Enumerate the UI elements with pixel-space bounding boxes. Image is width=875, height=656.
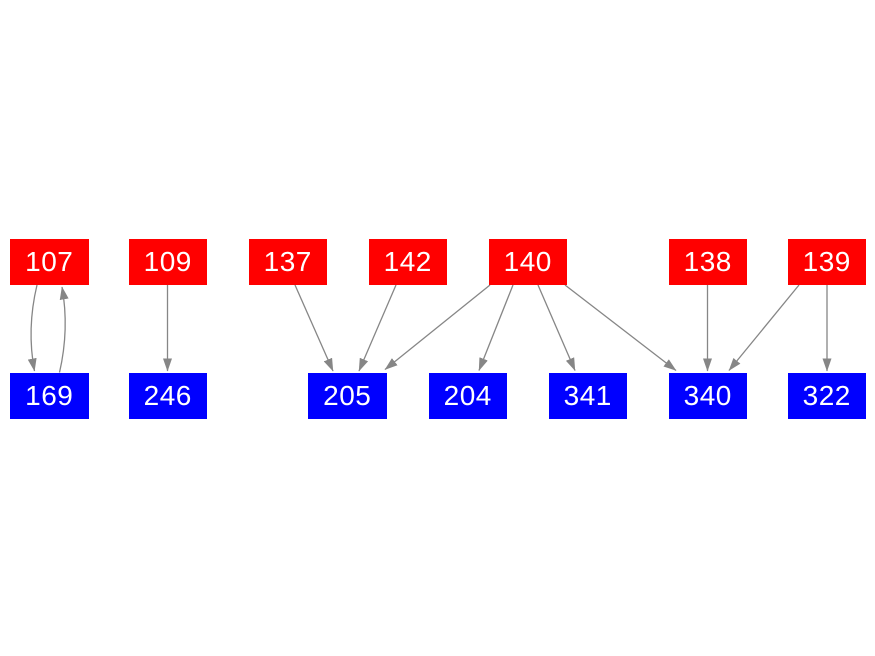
node-label: 204: [443, 379, 492, 411]
edge-107-169: [27, 284, 38, 372]
node-label: 109: [143, 246, 192, 277]
node-label: 340: [683, 379, 732, 411]
edge-140-340: [564, 284, 677, 372]
node-label: 205: [323, 379, 372, 411]
node-107: 107: [10, 239, 89, 285]
node-label: 140: [503, 246, 552, 277]
edge-140-204: [478, 284, 514, 371]
edge-169-107: [58, 286, 69, 373]
node-142: 142: [368, 239, 447, 285]
node-246: 246: [128, 372, 207, 419]
node-137: 137: [248, 239, 327, 285]
edge-139-340: [728, 284, 800, 371]
edge-140-341: [537, 284, 576, 371]
edge-137-205: [294, 284, 334, 372]
node-label: 169: [25, 379, 74, 411]
edges-group: [27, 284, 832, 373]
node-label: 138: [683, 246, 732, 277]
node-204: 204: [428, 372, 507, 419]
edge-140-205: [384, 284, 491, 371]
node-341: 341: [548, 372, 627, 419]
node-label: 246: [143, 379, 192, 411]
edge-142-205: [358, 284, 397, 372]
node-109: 109: [128, 239, 207, 285]
node-140: 140: [488, 239, 567, 285]
node-label: 107: [25, 246, 74, 277]
node-label: 137: [263, 246, 312, 277]
node-138: 138: [668, 239, 747, 285]
node-205: 205: [308, 372, 387, 419]
node-label: 142: [383, 246, 432, 277]
node-label: 322: [802, 379, 851, 411]
node-169: 169: [10, 372, 89, 419]
node-label: 341: [563, 379, 612, 411]
node-139: 139: [787, 239, 866, 285]
node-label: 139: [802, 246, 851, 277]
node-340: 340: [668, 372, 747, 419]
node-322: 322: [787, 372, 866, 419]
